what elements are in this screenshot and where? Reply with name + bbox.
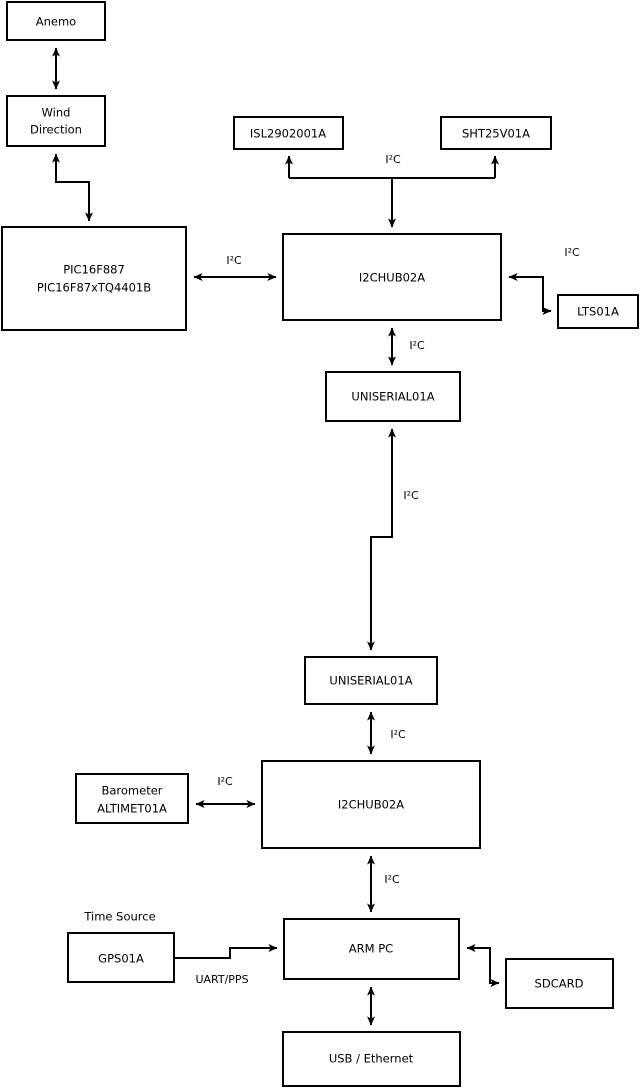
node-uniserial01a-bottom-box (304, 656, 438, 705)
node-wind-direction-label-line1: Wind (42, 106, 71, 120)
node-sdcard-label: SDCARD (535, 977, 584, 991)
node-usb-ethernet[interactable]: USB / Ethernet (282, 1031, 461, 1087)
node-pic-label-line1: PIC16F887 (63, 263, 125, 277)
node-lts01a[interactable]: LTS01A (557, 294, 639, 329)
node-gps01a[interactable]: GPS01A (67, 932, 175, 983)
node-sht25v01a-label: SHT25V01A (462, 127, 530, 141)
node-i2chub02a-top-label: I2CHUB02A (359, 271, 425, 285)
node-pic-box (1, 226, 187, 331)
edge-label-i2c-hub-lts: I²C (564, 246, 580, 259)
node-wind-direction-label-line2: Direction (30, 123, 82, 137)
node-wind-direction-box (6, 95, 106, 147)
edge-label-uart-pps: UART/PPS (195, 973, 248, 986)
node-arm-pc-box (283, 918, 460, 980)
edge-label-i2c-uniserial-link: I²C (403, 489, 419, 502)
edge-label-i2c-uniserial-hub-bottom: I²C (390, 728, 406, 741)
edge-hub-to-lts (542, 277, 552, 315)
edge-pic-from-wind (55, 154, 93, 222)
node-sht25v01a-box (440, 116, 552, 150)
node-i2chub02a-bottom[interactable]: I2CHUB02A (261, 760, 481, 849)
node-uniserial01a-bottom[interactable]: UNISERIAL01A (304, 656, 438, 705)
node-barometer-label-line1: Barometer (101, 784, 162, 798)
node-isl2902001a[interactable]: ISL2902001A (233, 116, 344, 150)
node-arm-pc[interactable]: ARM PC (283, 918, 460, 980)
node-i2chub02a-bottom-box (261, 760, 481, 849)
node-sdcard-box (505, 958, 614, 1009)
node-gps01a-label: GPS01A (98, 952, 144, 966)
edge-lts-to-hub (508, 273, 544, 311)
node-uniserial01a-top[interactable]: UNISERIAL01A (325, 371, 461, 422)
node-barometer[interactable]: Barometer ALTIMET01A (75, 773, 189, 824)
node-wind-direction[interactable]: Wind Direction (6, 95, 106, 147)
node-isl2902001a-box (233, 116, 344, 150)
node-uniserial01a-bottom-label: UNISERIAL01A (329, 674, 412, 688)
edge-uniserial-link-up (370, 428, 396, 650)
annotation-time-source: Time Source (83, 910, 155, 924)
edge-wind-from-pic (52, 153, 90, 221)
edge-label-i2c-hub-uniserial: I²C (409, 339, 425, 352)
node-lts01a-label: LTS01A (577, 305, 619, 319)
node-arm-pc-label: ARM PC (349, 942, 393, 956)
node-barometer-box (75, 773, 189, 824)
node-anemo-box (6, 1, 106, 41)
node-pic-label-line2: PIC16F87xTQ4401B (37, 281, 151, 295)
edge-arm-to-sdcard (489, 948, 500, 987)
edge-label-i2c-barometer-hub: I²C (217, 775, 233, 788)
node-anemo-label: Anemo (36, 15, 76, 29)
node-uniserial01a-top-box (325, 371, 461, 422)
node-usb-ethernet-box (282, 1031, 461, 1087)
node-isl2902001a-label: ISL2902001A (250, 127, 326, 141)
edge-sdcard-to-arm (466, 944, 491, 983)
edge-label-i2c-pic-hub: I²C (226, 254, 242, 267)
edge-label-i2c-sensor-bus: I²C (385, 153, 401, 166)
edge-gps-to-arm (174, 944, 278, 959)
node-barometer-label-line2: ALTIMET01A (97, 802, 167, 816)
node-usb-ethernet-label: USB / Ethernet (329, 1052, 414, 1066)
node-lts01a-box (557, 294, 639, 329)
node-i2chub02a-top[interactable]: I2CHUB02A (282, 233, 502, 321)
node-gps01a-box (67, 932, 175, 983)
node-sdcard[interactable]: SDCARD (505, 958, 614, 1009)
node-anemo[interactable]: Anemo (6, 1, 106, 41)
node-i2chub02a-bottom-label: I2CHUB02A (338, 798, 404, 812)
node-i2chub02a-top-box (282, 233, 502, 321)
node-sht25v01a[interactable]: SHT25V01A (440, 116, 552, 150)
edge-uniserial-link-down (367, 429, 393, 651)
node-pic-microcontroller[interactable]: PIC16F887 PIC16F87xTQ4401B (1, 226, 187, 331)
edge-label-i2c-hub-armpc: I²C (384, 873, 400, 886)
node-uniserial01a-top-label: UNISERIAL01A (351, 390, 434, 404)
